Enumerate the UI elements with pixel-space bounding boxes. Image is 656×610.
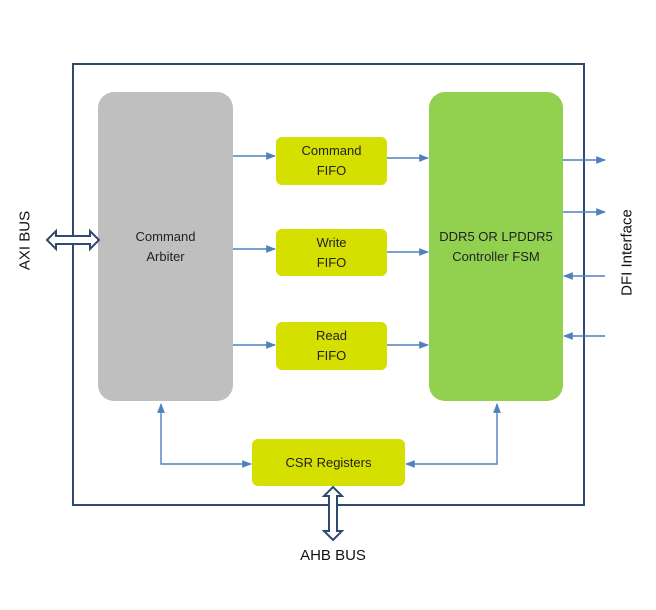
command-arbiter-block: Command Arbiter [98,92,233,401]
command-arbiter-label-line1: Command [135,228,196,244]
read-fifo-label-line2: FIFO [316,348,347,363]
ahb-bus-double-arrow [321,485,345,542]
csr-registers-block: CSR Registers [252,439,405,486]
axi-bus-label: AXI BUS [16,210,34,271]
controller-fsm-label-line1: DDR5 OR LPDDR5 [439,228,553,244]
command-fifo-label-line1: Command [301,143,362,158]
command-arbiter-label-line2: Arbiter [146,248,185,264]
command-fifo-label-line2: FIFO [316,163,347,178]
read-fifo-label-line1: Read [315,328,348,343]
controller-fsm-block: DDR5 OR LPDDR5 Controller FSM [429,92,563,401]
csr-registers-label: CSR Registers [285,454,372,470]
write-fifo-label-line2: FIFO [316,254,347,270]
csr-to-arbiter-connector [157,403,252,468]
command-fifo-block: Command FIFO [276,137,387,185]
csr-to-fsm-connector [405,403,501,468]
write-fifo-label-line1: Write [316,234,347,250]
ahb-bus-label: AHB BUS [300,547,366,564]
read-fifo-block: Read FIFO [276,322,387,370]
axi-bus-double-arrow [45,228,101,252]
dfi-interface-label: DFI Interface [618,209,636,296]
controller-fsm-label-line2: Controller FSM [452,248,540,264]
write-fifo-block: Write FIFO [276,229,387,276]
